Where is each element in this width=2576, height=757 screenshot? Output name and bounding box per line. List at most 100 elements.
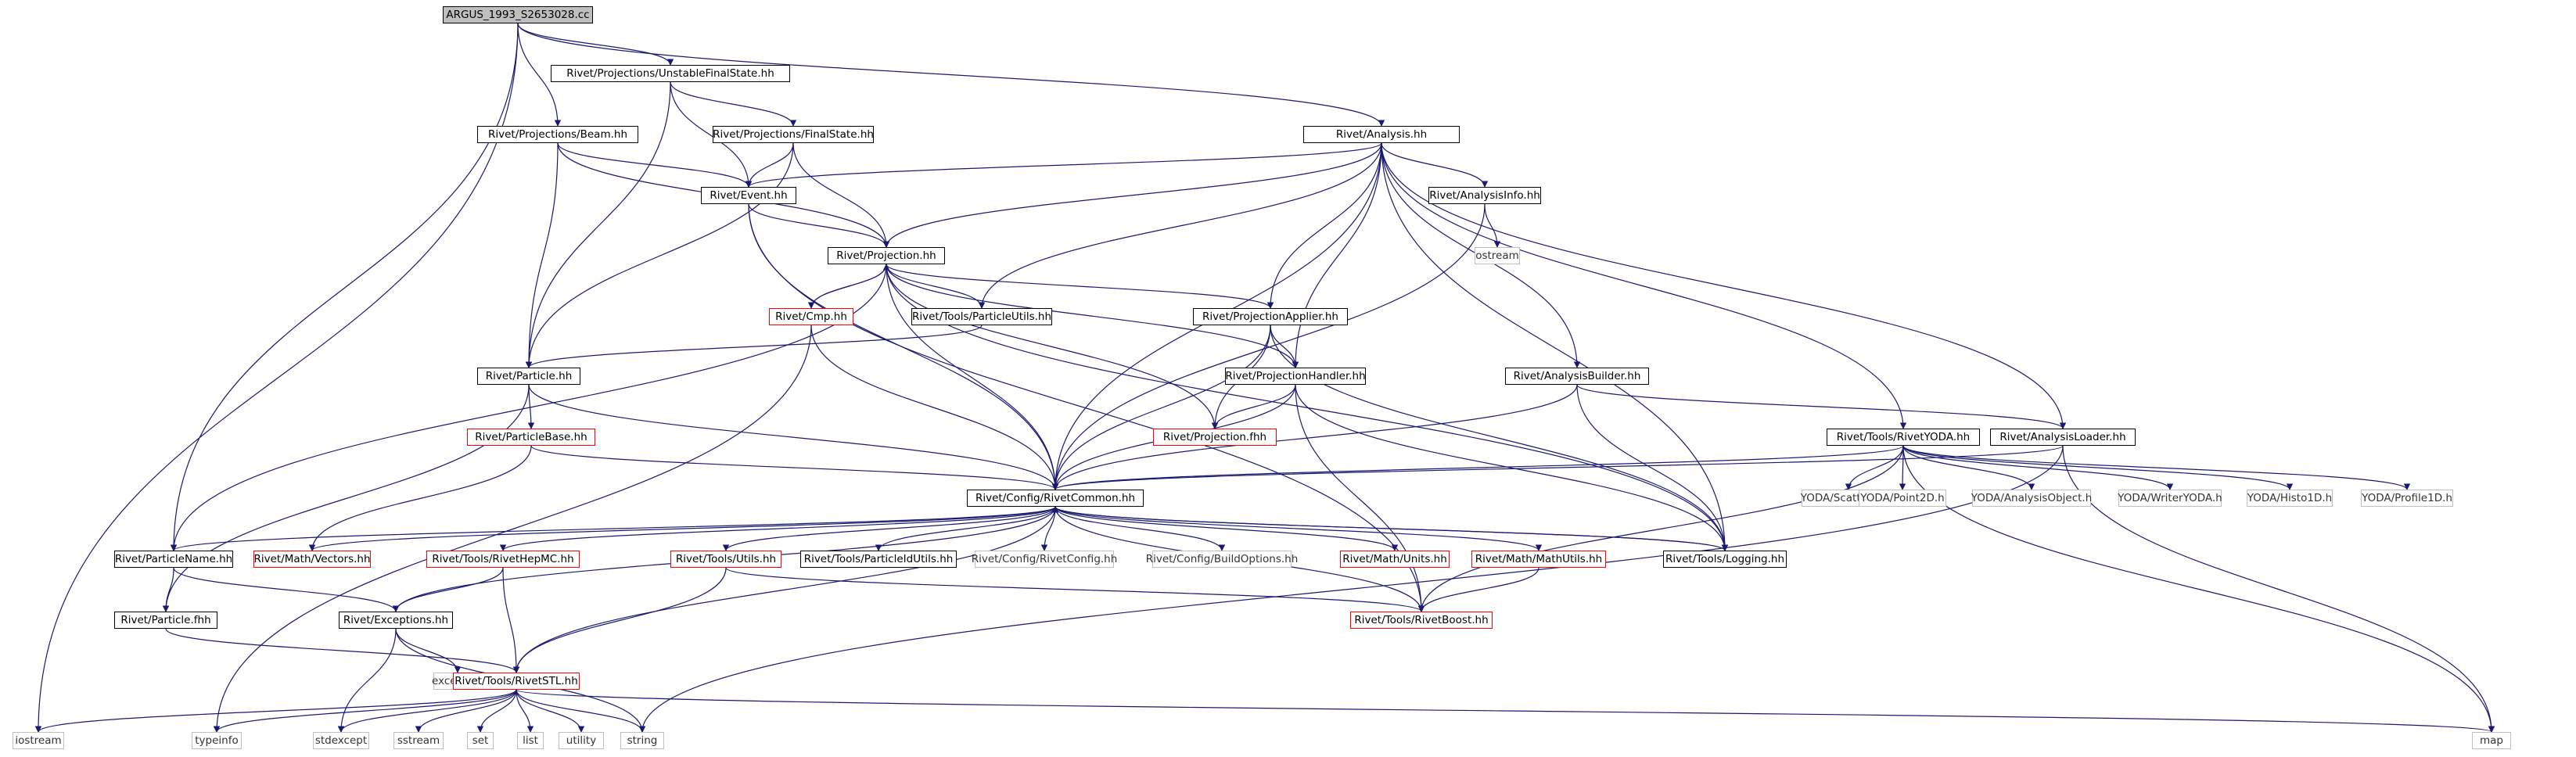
edge-analysisloader-to-rivetcommon — [1052, 445, 2064, 490]
edge-rivetstl-to-set — [476, 689, 517, 733]
edge-analysisinfo-to-rivetcommon — [1051, 203, 1486, 490]
edge-rivetcommon-to-utils — [722, 506, 1056, 551]
node-particleutils[interactable]: Rivet/Tools/ParticleUtils.hh — [911, 308, 1052, 325]
node-label: Rivet/Particle.fhh — [120, 614, 211, 626]
node-label: YODA/Histo1D.h — [2247, 492, 2333, 504]
edge-rivetyoda-to-histo1d — [1902, 445, 2294, 490]
node-label: set — [472, 734, 489, 747]
node-utils[interactable]: Rivet/Tools/Utils.hh — [670, 551, 781, 568]
node-vectors[interactable]: Rivet/Math/Vectors.hh — [253, 551, 371, 568]
node-label: Rivet/Projection.fhh — [1162, 431, 1267, 443]
node-beam[interactable]: Rivet/Projections/Beam.hh — [477, 126, 638, 143]
node-label: Rivet/Tools/RivetBoost.hh — [1354, 614, 1489, 626]
node-particle[interactable]: Rivet/Particle.hh — [477, 368, 580, 385]
edge-cmp-to-rivetcommon — [810, 325, 1059, 490]
edge-projection-to-logging — [886, 264, 1729, 551]
node-particleidutils[interactable]: Rivet/Tools/ParticleIdUtils.hh — [800, 551, 957, 568]
edge-particlebase-to-vectors — [308, 445, 532, 551]
edge-analysisloader-to-string — [638, 445, 2064, 733]
edge-mathutils-to-rivetboost — [1417, 567, 1539, 612]
node-rivetboost[interactable]: Rivet/Tools/RivetBoost.hh — [1350, 612, 1493, 629]
edge-analysisbuilder-to-logging — [1576, 384, 1729, 551]
node-particlename[interactable]: Rivet/ParticleName.hh — [114, 551, 233, 568]
node-logging[interactable]: Rivet/Tools/Logging.hh — [1663, 551, 1787, 568]
node-writeryoda: YODA/WriterYODA.h — [2118, 490, 2222, 507]
edge-particle-to-particlebase — [527, 384, 535, 429]
edge-rivetstl-to-sstream — [415, 689, 517, 733]
edge-particlefhh-to-rivetstl — [165, 628, 520, 673]
node-analysisbuilder[interactable]: Rivet/AnalysisBuilder.hh — [1505, 368, 1649, 385]
dependency-edges — [34, 23, 2495, 733]
node-buildoptions: Rivet/Config/BuildOptions.hh — [1146, 551, 1298, 568]
edge-particle-to-particlefhh — [162, 384, 530, 612]
node-exceptions[interactable]: Rivet/Exceptions.hh — [339, 612, 453, 629]
node-stdexcept: stdexcept — [313, 732, 369, 749]
edge-particlebase-to-rivetcommon — [530, 445, 1059, 490]
edge-rivetcommon-to-rivetstl — [512, 506, 1056, 673]
edge-particleutils-to-particle — [525, 325, 983, 368]
edge-analysis-to-projhandler — [1292, 142, 1382, 368]
node-rivetstl[interactable]: Rivet/Tools/RivetSTL.hh — [453, 673, 580, 690]
node-analysisloader[interactable]: Rivet/AnalysisLoader.hh — [1990, 429, 2136, 446]
node-particlebase[interactable]: Rivet/ParticleBase.hh — [467, 429, 595, 446]
node-label: Rivet/Math/Units.hh — [1342, 553, 1447, 565]
node-rivetcommon[interactable]: Rivet/Config/RivetCommon.hh — [967, 490, 1144, 507]
node-label: Rivet/Config/BuildOptions.hh — [1145, 553, 1299, 565]
edge-rivetyoda-to-profile1d — [1902, 445, 2411, 490]
node-units[interactable]: Rivet/Math/Units.hh — [1340, 551, 1450, 568]
edge-analysis-to-logging — [1381, 142, 1729, 551]
edge-analysis-to-analysisloader — [1381, 142, 2067, 429]
node-sstream: sstream — [393, 732, 444, 749]
node-projapplier[interactable]: Rivet/ProjectionApplier.hh — [1193, 308, 1348, 325]
node-mathutils[interactable]: Rivet/Math/MathUtils.hh — [1471, 551, 1606, 568]
edge-projection-to-projfhh — [886, 264, 1219, 429]
node-label: stdexcept — [314, 734, 368, 747]
node-label: Rivet/Math/MathUtils.hh — [1475, 553, 1603, 565]
node-label: ARGUS_1993_S2653028.cc — [446, 9, 590, 21]
node-analysis[interactable]: Rivet/Analysis.hh — [1303, 126, 1460, 143]
node-label: YODA/Point2D.h — [1860, 492, 1945, 504]
edge-finalstate-to-particle — [525, 142, 794, 368]
node-label: Rivet/Tools/Utils.hh — [675, 553, 777, 565]
edge-rivetyoda-to-scatter2d — [1845, 445, 1904, 490]
node-label: Rivet/Config/RivetCommon.hh — [975, 492, 1136, 504]
node-unstable[interactable]: Rivet/Projections/UnstableFinalState.hh — [551, 65, 790, 82]
node-list: list — [517, 732, 544, 749]
node-iostream: iostream — [13, 732, 64, 749]
edge-beam-to-event — [557, 142, 753, 188]
node-particlefhh[interactable]: Rivet/Particle.fhh — [114, 612, 217, 629]
node-label: Rivet/Tools/RivetYODA.hh — [1836, 431, 1971, 443]
edge-root-to-unstable — [517, 23, 674, 66]
node-ostream: ostream — [1475, 247, 1520, 264]
node-projfhh[interactable]: Rivet/Projection.fhh — [1153, 429, 1277, 446]
node-event[interactable]: Rivet/Event.hh — [701, 187, 796, 204]
edge-root-to-iostream — [34, 23, 519, 733]
edge-analysis-to-analysisinfo — [1381, 142, 1489, 188]
edge-projapplier-to-logging — [1270, 325, 1729, 551]
edge-root-to-analysis — [517, 23, 1385, 127]
edge-rivetyoda-to-rivetboost — [1417, 445, 1904, 612]
node-map: map — [2472, 732, 2511, 749]
edge-cmp-to-projection — [810, 264, 890, 309]
node-finalstate[interactable]: Rivet/Projections/FinalState.hh — [713, 126, 874, 143]
edge-utils-to-rivetboost — [725, 567, 1425, 612]
node-projhandler[interactable]: Rivet/ProjectionHandler.hh — [1225, 368, 1366, 385]
node-projection[interactable]: Rivet/Projection.hh — [828, 247, 945, 264]
node-label: YODA/AnalysisObject.h — [1971, 492, 2093, 504]
edge-projection-to-projapplier — [886, 264, 1274, 309]
edge-rivetyoda-to-rivetcommon — [1052, 445, 1904, 490]
edge-rivethepmc-to-exceptions — [392, 567, 504, 612]
node-rivetyoda[interactable]: Rivet/Tools/RivetYODA.hh — [1827, 429, 1980, 446]
node-rivethepmc[interactable]: Rivet/Tools/RivetHepMC.hh — [426, 551, 580, 568]
edge-analysis-to-rivetyoda — [1381, 142, 1907, 429]
edge-rivetyoda-to-map — [1902, 445, 2495, 733]
node-cmp[interactable]: Rivet/Cmp.hh — [769, 308, 853, 325]
edge-rivetcommon-to-buildoptions — [1054, 506, 1226, 551]
edge-rivetstl-to-utility — [516, 689, 585, 733]
node-analysisinfo[interactable]: Rivet/AnalysisInfo.hh — [1428, 187, 1541, 204]
edge-unstable-to-particle — [525, 81, 671, 368]
edge-root-to-particlename — [170, 23, 519, 551]
edge-beam-to-particle — [525, 142, 559, 368]
node-analysisobject: YODA/AnalysisObject.h — [1971, 490, 2093, 507]
node-label: Rivet/AnalysisLoader.hh — [1999, 431, 2126, 443]
